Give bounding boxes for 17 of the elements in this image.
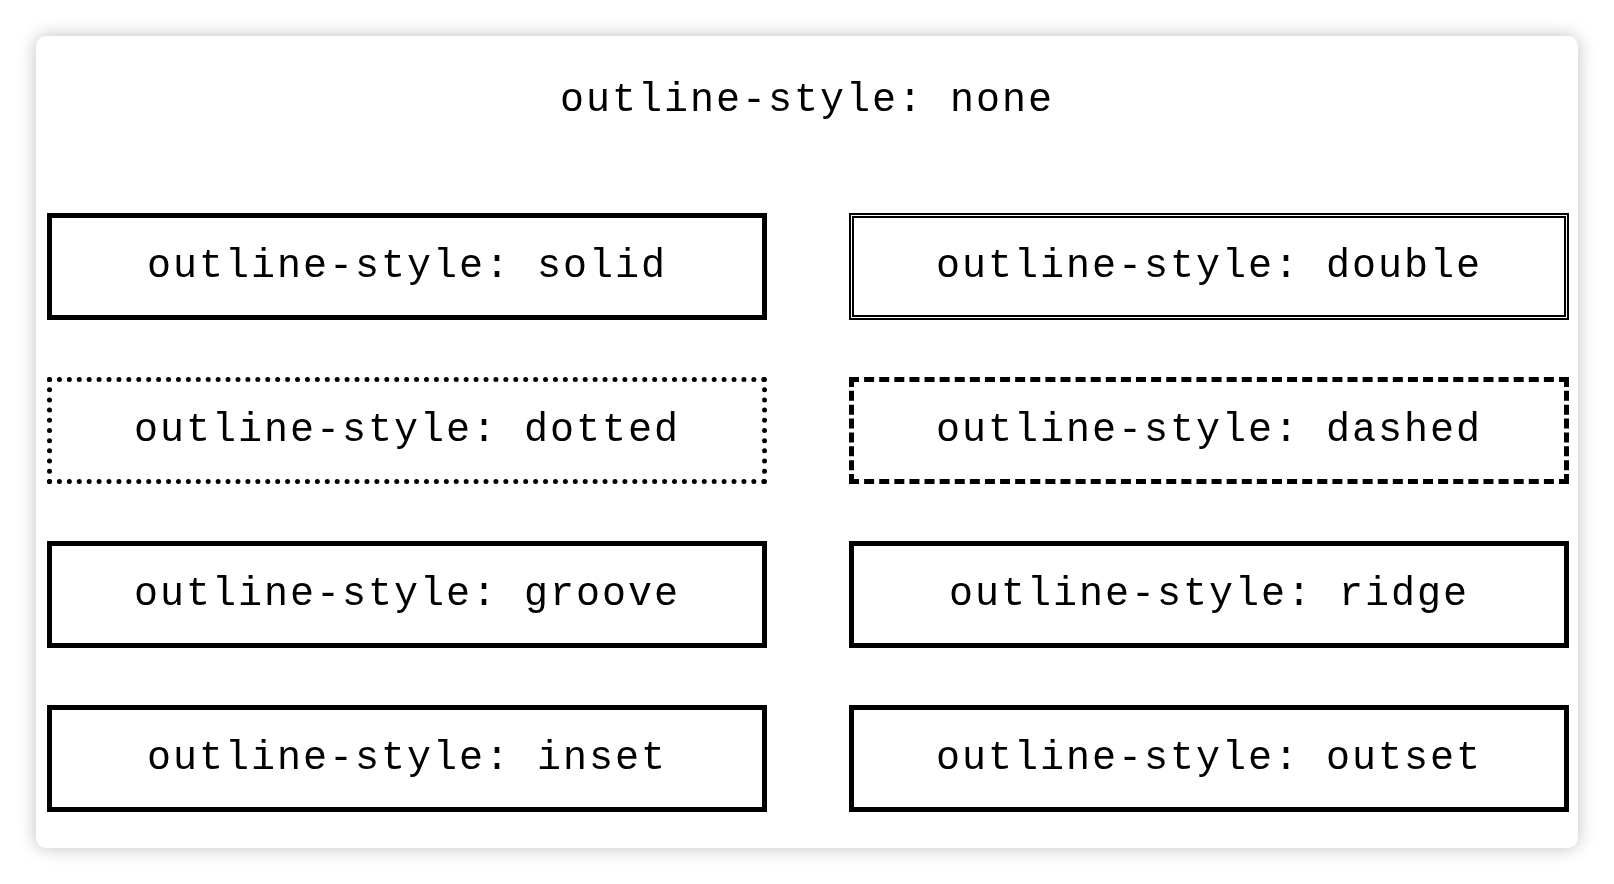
heading-text: outline-style: none <box>559 78 1055 123</box>
solid-box <box>47 213 767 320</box>
dashed-box <box>849 377 1569 484</box>
box-label: outline-style: double <box>935 244 1483 289</box>
outlined-box <box>47 705 767 812</box>
box-label: outline-style: solid <box>146 244 668 289</box>
box-label: outline-style: dashed <box>935 408 1483 453</box>
outlined-box <box>849 705 1569 812</box>
box-label: outline-style: outset <box>935 736 1483 781</box>
outlined-box <box>47 541 767 648</box>
double-outlined-box <box>849 213 1569 320</box>
box-label: outline-style: inset <box>146 736 668 781</box>
box-label: outline-style: groove <box>133 572 681 617</box>
box-label: outline-style: dotted <box>133 408 681 453</box>
dotted-box <box>47 377 767 484</box>
outlined-box <box>849 541 1569 648</box>
box-label: outline-style: ridge <box>948 572 1470 617</box>
